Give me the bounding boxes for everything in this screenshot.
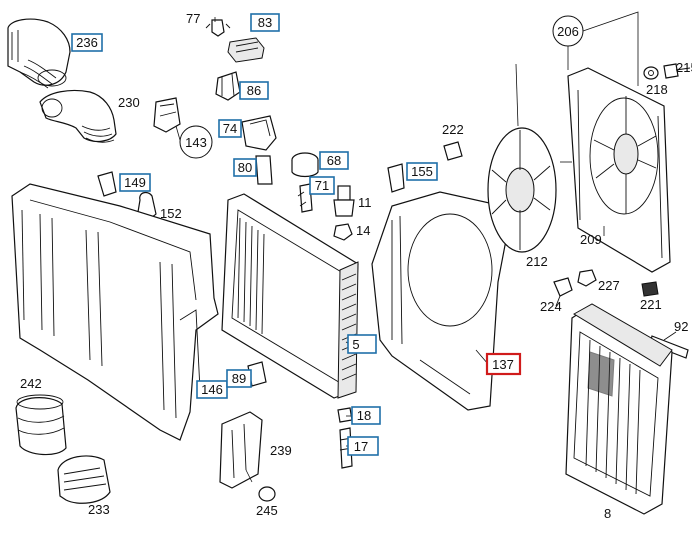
shroud-frame-left xyxy=(11,183,219,441)
label-221: 221 xyxy=(640,297,662,312)
part-11-switch xyxy=(333,185,355,217)
part-8-radiator-assembly xyxy=(565,303,673,515)
radiator-fins xyxy=(237,217,265,335)
part-218-washer xyxy=(643,66,659,80)
part-230-hose-bend xyxy=(39,89,117,143)
label-8: 8 xyxy=(604,506,611,521)
label-218: 218 xyxy=(646,82,668,97)
part-18-plug xyxy=(337,407,353,423)
part-137-fan-shroud xyxy=(371,191,507,411)
circled-label-143: 143 xyxy=(175,125,213,159)
link-18[interactable]: 18 xyxy=(351,406,381,425)
circled-label-206: 206 xyxy=(552,11,639,86)
link-80-text: 80 xyxy=(238,160,252,175)
link-236-text: 236 xyxy=(76,35,98,50)
link-137-text: 137 xyxy=(492,357,514,372)
part-86-clip xyxy=(215,71,241,101)
part-242-hose xyxy=(15,394,67,456)
link-149[interactable]: 149 xyxy=(119,173,151,192)
label-92: 92 xyxy=(674,319,688,334)
part-215-bolt xyxy=(663,63,691,79)
link-71[interactable]: 71 xyxy=(309,176,335,195)
label-224: 224 xyxy=(540,299,562,314)
label-242: 242 xyxy=(20,376,42,391)
link-80[interactable]: 80 xyxy=(233,158,257,177)
part-149-clip xyxy=(97,171,117,197)
label-14: 14 xyxy=(356,223,370,238)
plain-labels: 77 230 11 14 152 222 215 218 209 212 227… xyxy=(20,11,692,521)
part-14-nut xyxy=(333,223,353,241)
part-68-cap xyxy=(291,152,319,178)
link-5[interactable]: 5 xyxy=(347,334,377,354)
link-155[interactable]: 155 xyxy=(406,162,438,181)
part-143-bracket xyxy=(153,97,181,133)
link-68[interactable]: 68 xyxy=(319,151,349,170)
label-206: 206 xyxy=(557,24,579,39)
label-215: 215 xyxy=(676,60,692,75)
link-89-text: 89 xyxy=(232,371,246,386)
link-83-text: 83 xyxy=(258,15,272,30)
part-5-radiator xyxy=(221,193,359,399)
label-212: 212 xyxy=(526,254,548,269)
link-236[interactable]: 236 xyxy=(71,33,103,52)
part-227-nut xyxy=(577,269,597,287)
label-77: 77 xyxy=(186,11,200,26)
label-209: 209 xyxy=(580,232,602,247)
label-222: 222 xyxy=(442,122,464,137)
label-11: 11 xyxy=(358,195,372,210)
label-239: 239 xyxy=(270,443,292,458)
part-83-clip xyxy=(227,37,265,63)
label-233: 233 xyxy=(88,502,110,517)
part-239-bracket xyxy=(219,411,263,489)
part-221-clip xyxy=(641,281,659,297)
part-74-clip xyxy=(241,115,277,151)
label-143: 143 xyxy=(185,135,207,150)
part-236-air-duct xyxy=(7,18,71,89)
label-152: 152 xyxy=(160,206,182,221)
link-146-text: 146 xyxy=(201,382,223,397)
link-149-text: 149 xyxy=(124,175,146,190)
link-89[interactable]: 89 xyxy=(226,369,252,388)
link-18-text: 18 xyxy=(357,408,371,423)
part-206-fan-housing xyxy=(567,67,671,273)
link-74-text: 74 xyxy=(223,121,237,136)
link-137-highlighted[interactable]: 137 xyxy=(485,352,522,376)
part-212-fan-blade xyxy=(487,127,557,253)
part-245-cap xyxy=(258,486,276,502)
link-17[interactable]: 17 xyxy=(347,436,379,456)
part-224-bolt xyxy=(553,277,573,307)
link-71-text: 71 xyxy=(315,178,329,193)
link-86-text: 86 xyxy=(247,83,261,98)
link-17-text: 17 xyxy=(354,439,368,454)
part-233-hose xyxy=(57,455,111,504)
label-230: 230 xyxy=(118,95,140,110)
label-227: 227 xyxy=(598,278,620,293)
label-245: 245 xyxy=(256,503,278,518)
link-5-text: 5 xyxy=(352,337,359,352)
part-222-clip xyxy=(443,141,463,161)
link-86[interactable]: 86 xyxy=(239,81,269,100)
link-68-text: 68 xyxy=(327,153,341,168)
part-80-clip xyxy=(255,155,273,185)
part-77-clip xyxy=(205,19,231,37)
link-74[interactable]: 74 xyxy=(218,119,242,138)
link-146[interactable]: 146 xyxy=(196,380,228,399)
link-155-text: 155 xyxy=(411,164,433,179)
part-71-sensor xyxy=(297,183,313,213)
part-155-clip xyxy=(387,163,405,193)
link-83[interactable]: 83 xyxy=(250,13,280,32)
